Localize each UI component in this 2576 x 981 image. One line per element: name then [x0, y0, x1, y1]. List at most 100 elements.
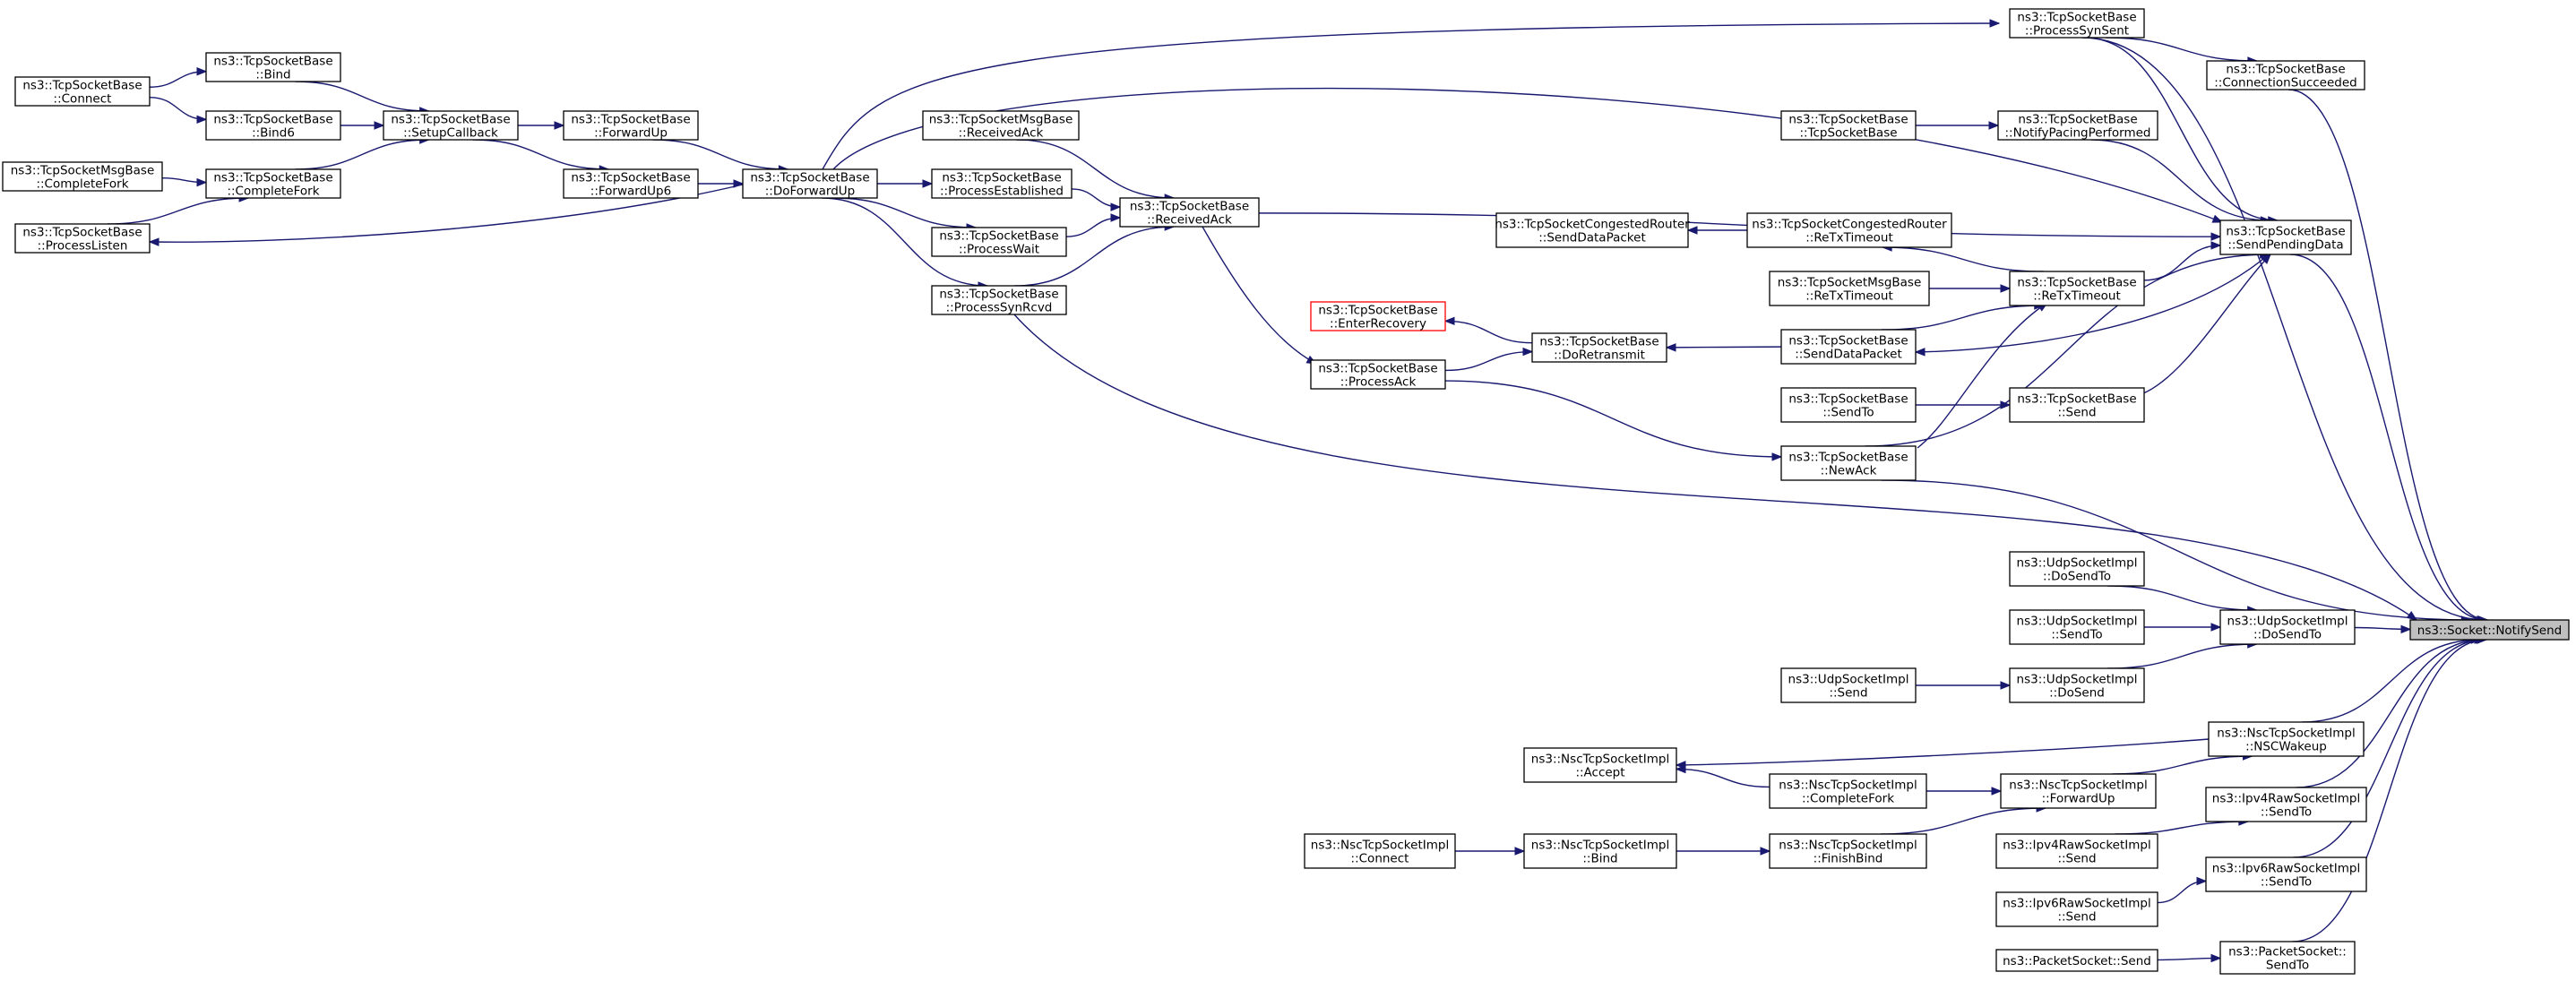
node-label-line: ::SendDataPacket [1795, 348, 1902, 362]
node-udp-dosendto-b[interactable]: ns3::UdpSocketImpl::DoSendTo [2219, 609, 2356, 645]
node-label-line: ns3::TcpSocketBase [1539, 335, 1658, 349]
node-nsc-complete-fork[interactable]: ns3::NscTcpSocketImpl::CompleteFork [1769, 773, 1927, 809]
node-congested-send-data-packet[interactable]: ns3::TcpSocketCongestedRouter::SendDataP… [1495, 212, 1690, 248]
node-label-line: ns3::TcpSocketBase [213, 55, 332, 69]
node-tcp-process-listen[interactable]: ns3::TcpSocketBase::ProcessListen [14, 223, 151, 254]
node-tcp-bind6[interactable]: ns3::TcpSocketBase::Bind6 [205, 110, 341, 141]
node-label-line: ns3::TcpSocketBase [213, 113, 332, 127]
node-udp-sendto[interactable]: ns3::UdpSocketImpl::SendTo [2009, 609, 2145, 645]
call-arrow-udp-dosend-to-udp-dosendto-b [2107, 640, 2259, 669]
node-tcp-send-data-packet[interactable]: ns3::TcpSocketBase::SendDataPacket [1780, 329, 1917, 365]
node-nsc-nscwakeup[interactable]: ns3::NscTcpSocketImpl::NSCWakeup [2208, 721, 2365, 757]
node-tcp-bind[interactable]: ns3::TcpSocketBase::Bind [205, 52, 341, 82]
node-label-line: ns3::TcpSocketBase [391, 113, 510, 127]
node-tcp-do-retransmit[interactable]: ns3::TcpSocketBase::DoRetransmit [1531, 332, 1667, 363]
node-label-line: ::ForwardUp [2042, 792, 2115, 806]
call-arrow-tcp-process-established-to-tcp-received-ack [1071, 188, 1122, 211]
node-label-line: ::Connect [54, 92, 112, 107]
node-label-line: ns3::TcpSocketBase [1130, 200, 1249, 214]
function-nodes: ns3::Socket::NotifySend ns3::TcpSocketBas… [2, 8, 2570, 975]
node-tcp-send-pending-data[interactable]: ns3::TcpSocketBase::SendPendingData [2219, 219, 2352, 255]
node-ipv6raw-sendto[interactable]: ns3::Ipv6RawSocketImpl::SendTo [2205, 856, 2367, 892]
node-congested-retx-timeout[interactable]: ns3::TcpSocketCongestedRouter::ReTxTimeo… [1746, 212, 1952, 248]
node-udp-send[interactable]: ns3::UdpSocketImpl::Send [1780, 667, 1917, 703]
call-arrow-tcp-connect-to-tcp-bind6 [149, 96, 208, 125]
call-arrow-tcp-do-retransmit-to-tcp-enter-recovery [1443, 316, 1533, 344]
call-arrow-tcp-connection-succeeded-to-notify-send [2287, 89, 2489, 624]
node-nsc-bind[interactable]: ns3::NscTcpSocketImpl::Bind [1523, 833, 1677, 869]
node-tcp-process-synsent[interactable]: ns3::TcpSocketBase::ProcessSynSent [2009, 8, 2145, 39]
node-label-line: ::Bind [1582, 852, 1617, 866]
call-arrow-tcp-process-wait-to-tcp-received-ack [1065, 213, 1122, 237]
node-tcp-process-wait[interactable]: ns3::TcpSocketBase::ProcessWait [931, 227, 1067, 257]
node-packet-sendto[interactable]: ns3::PacketSocket::SendTo [2219, 941, 2356, 975]
node-label-line: ns3::TcpSocketBase [942, 171, 1061, 185]
node-notify-send[interactable]: ns3::Socket::NotifySend [2409, 619, 2570, 641]
call-arrow-tcp-send-pending-data-to-tcp-send-data-packet [1914, 254, 2270, 357]
node-tcp-do-forward-up[interactable]: ns3::TcpSocketBase::DoForwardUp [742, 168, 878, 199]
node-label-line: ::ForwardUp6 [590, 185, 671, 199]
node-label-line: ::ReceivedAck [959, 126, 1044, 141]
node-label-line: ::Send [1829, 686, 1867, 701]
node-nsc-accept[interactable]: ns3::NscTcpSocketImpl::Accept [1523, 747, 1677, 783]
call-arrow-udp-dosendto-a-to-udp-dosendto-b [2107, 585, 2259, 615]
call-arrow-nsc-complete-fork-to-nsc-forward-up [1926, 787, 2003, 796]
node-tcp-forward-up6[interactable]: ns3::TcpSocketBase::ForwardUp6 [563, 168, 699, 199]
node-label-line: ::Connect [1351, 852, 1409, 866]
node-tcp-notify-pacing[interactable]: ns3::TcpSocketBase::NotifyPacingPerforme… [1997, 110, 2158, 141]
node-label-line: ::ReTxTimeout [1805, 289, 1893, 304]
node-label-line: ::FinishBind [1814, 852, 1883, 866]
node-tcp-send[interactable]: ns3::TcpSocketBase::Send [2009, 387, 2145, 423]
node-nsc-forward-up[interactable]: ns3::NscTcpSocketImpl::ForwardUp [2000, 773, 2157, 809]
node-udp-dosend[interactable]: ns3::UdpSocketImpl::DoSend [2009, 667, 2145, 703]
node-ipv4raw-send[interactable]: ns3::Ipv4RawSocketImpl::Send [1995, 833, 2158, 869]
node-label-line: ::DoSendTo [2253, 628, 2322, 642]
node-tcp-send-to[interactable]: ns3::TcpSocketBase::SendTo [1780, 387, 1917, 423]
node-label-line: ::ProcessListen [38, 239, 128, 254]
node-tcp-ctor[interactable]: ns3::TcpSocketBase::TcpSocketBase [1780, 110, 1917, 141]
node-ipv6raw-send[interactable]: ns3::Ipv6RawSocketImpl::Send [1995, 891, 2158, 927]
node-label-line: ns3::TcpSocketBase [2226, 225, 2345, 239]
call-arrow-ipv4raw-sendto-to-notify-send [2296, 635, 2486, 788]
node-tcp-new-ack[interactable]: ns3::TcpSocketBase::NewAck [1780, 445, 1917, 481]
node-label-line: ns3::TcpSocketBase [22, 79, 142, 93]
node-tcp-connect[interactable]: ns3::TcpSocketBase::Connect [14, 76, 151, 107]
node-msg-complete-fork[interactable]: ns3::TcpSocketMsgBase::CompleteFork [2, 161, 163, 192]
node-label-line: ::ProcessSynSent [2025, 24, 2129, 39]
node-tcp-process-synrcvd[interactable]: ns3::TcpSocketBase::ProcessSynRcvd [931, 285, 1067, 315]
node-label-line: ns3::TcpSocketBase [571, 113, 690, 127]
node-label-line: ns3::Socket::NotifySend [2417, 624, 2562, 638]
node-tcp-setup-callback[interactable]: ns3::TcpSocketBase::SetupCallback [383, 110, 519, 141]
node-label-line: ns3::TcpSocketBase [2017, 392, 2136, 407]
node-msg-retx-timeout[interactable]: ns3::TcpSocketMsgBase::ReTxTimeout [1769, 271, 1930, 306]
node-tcp-complete-fork[interactable]: ns3::TcpSocketBase::CompleteFork [205, 168, 341, 199]
node-tcp-received-ack[interactable]: ns3::TcpSocketBase::ReceivedAck [1119, 197, 1260, 228]
call-arrow-tcp-send-pending-data-to-notify-send [2289, 254, 2488, 624]
node-label-line: ns3::NscTcpSocketImpl [1531, 753, 1669, 767]
call-arrow-ipv6raw-send-to-ipv6raw-sendto [2157, 876, 2208, 904]
node-tcp-retx-timeout[interactable]: ns3::TcpSocketBase::ReTxTimeout [2009, 271, 2145, 306]
node-tcp-process-ack[interactable]: ns3::TcpSocketBase::ProcessAck [1310, 359, 1446, 390]
node-tcp-connection-succeeded[interactable]: ns3::TcpSocketBase::ConnectionSucceeded [2206, 60, 2365, 90]
node-label-line: ns3::PacketSocket::Send [2003, 954, 2151, 968]
node-label-line: ::EnterRecovery [1330, 317, 1426, 331]
node-tcp-forward-up[interactable]: ns3::TcpSocketBase::ForwardUp [563, 110, 699, 141]
node-packet-send[interactable]: ns3::PacketSocket::Send [1995, 949, 2158, 972]
node-label-line: ns3::TcpSocketBase [213, 171, 332, 185]
node-msg-received-ack[interactable]: ns3::TcpSocketMsgBase::ReceivedAck [922, 110, 1080, 141]
node-nsc-connect[interactable]: ns3::NscTcpSocketImpl::Connect [1304, 833, 1456, 869]
call-arrow-tcp-retx-timeout-to-tcp-send-pending-data [2143, 241, 2222, 281]
node-label-line: ns3::TcpSocketCongestedRouter [1752, 218, 1947, 232]
node-label-line: ::ProcessWait [959, 243, 1039, 257]
node-label-line: ns3::TcpSocketBase [2018, 113, 2137, 127]
node-tcp-enter-recovery[interactable]: ns3::TcpSocketBase::EnterRecovery [1310, 301, 1446, 331]
node-label-line: ::ConnectionSucceeded [2214, 76, 2357, 90]
call-arrow-tcp-received-ack-to-tcp-process-ack [1202, 226, 1318, 365]
node-nsc-finish-bind[interactable]: ns3::NscTcpSocketImpl::FinishBind [1769, 833, 1927, 869]
node-ipv4raw-sendto[interactable]: ns3::Ipv4RawSocketImpl::SendTo [2205, 787, 2367, 822]
node-label-line: ::Bind6 [252, 126, 295, 141]
node-label-line: ns3::TcpSocketBase [1318, 304, 1437, 318]
node-udp-dosendto-a[interactable]: ns3::UdpSocketImpl::DoSendTo [2009, 551, 2145, 587]
call-arrow-tcp-received-ack-to-tcp-send-pending-data [1258, 212, 2222, 241]
node-tcp-process-established[interactable]: ns3::TcpSocketBase::ProcessEstablished [931, 168, 1073, 199]
